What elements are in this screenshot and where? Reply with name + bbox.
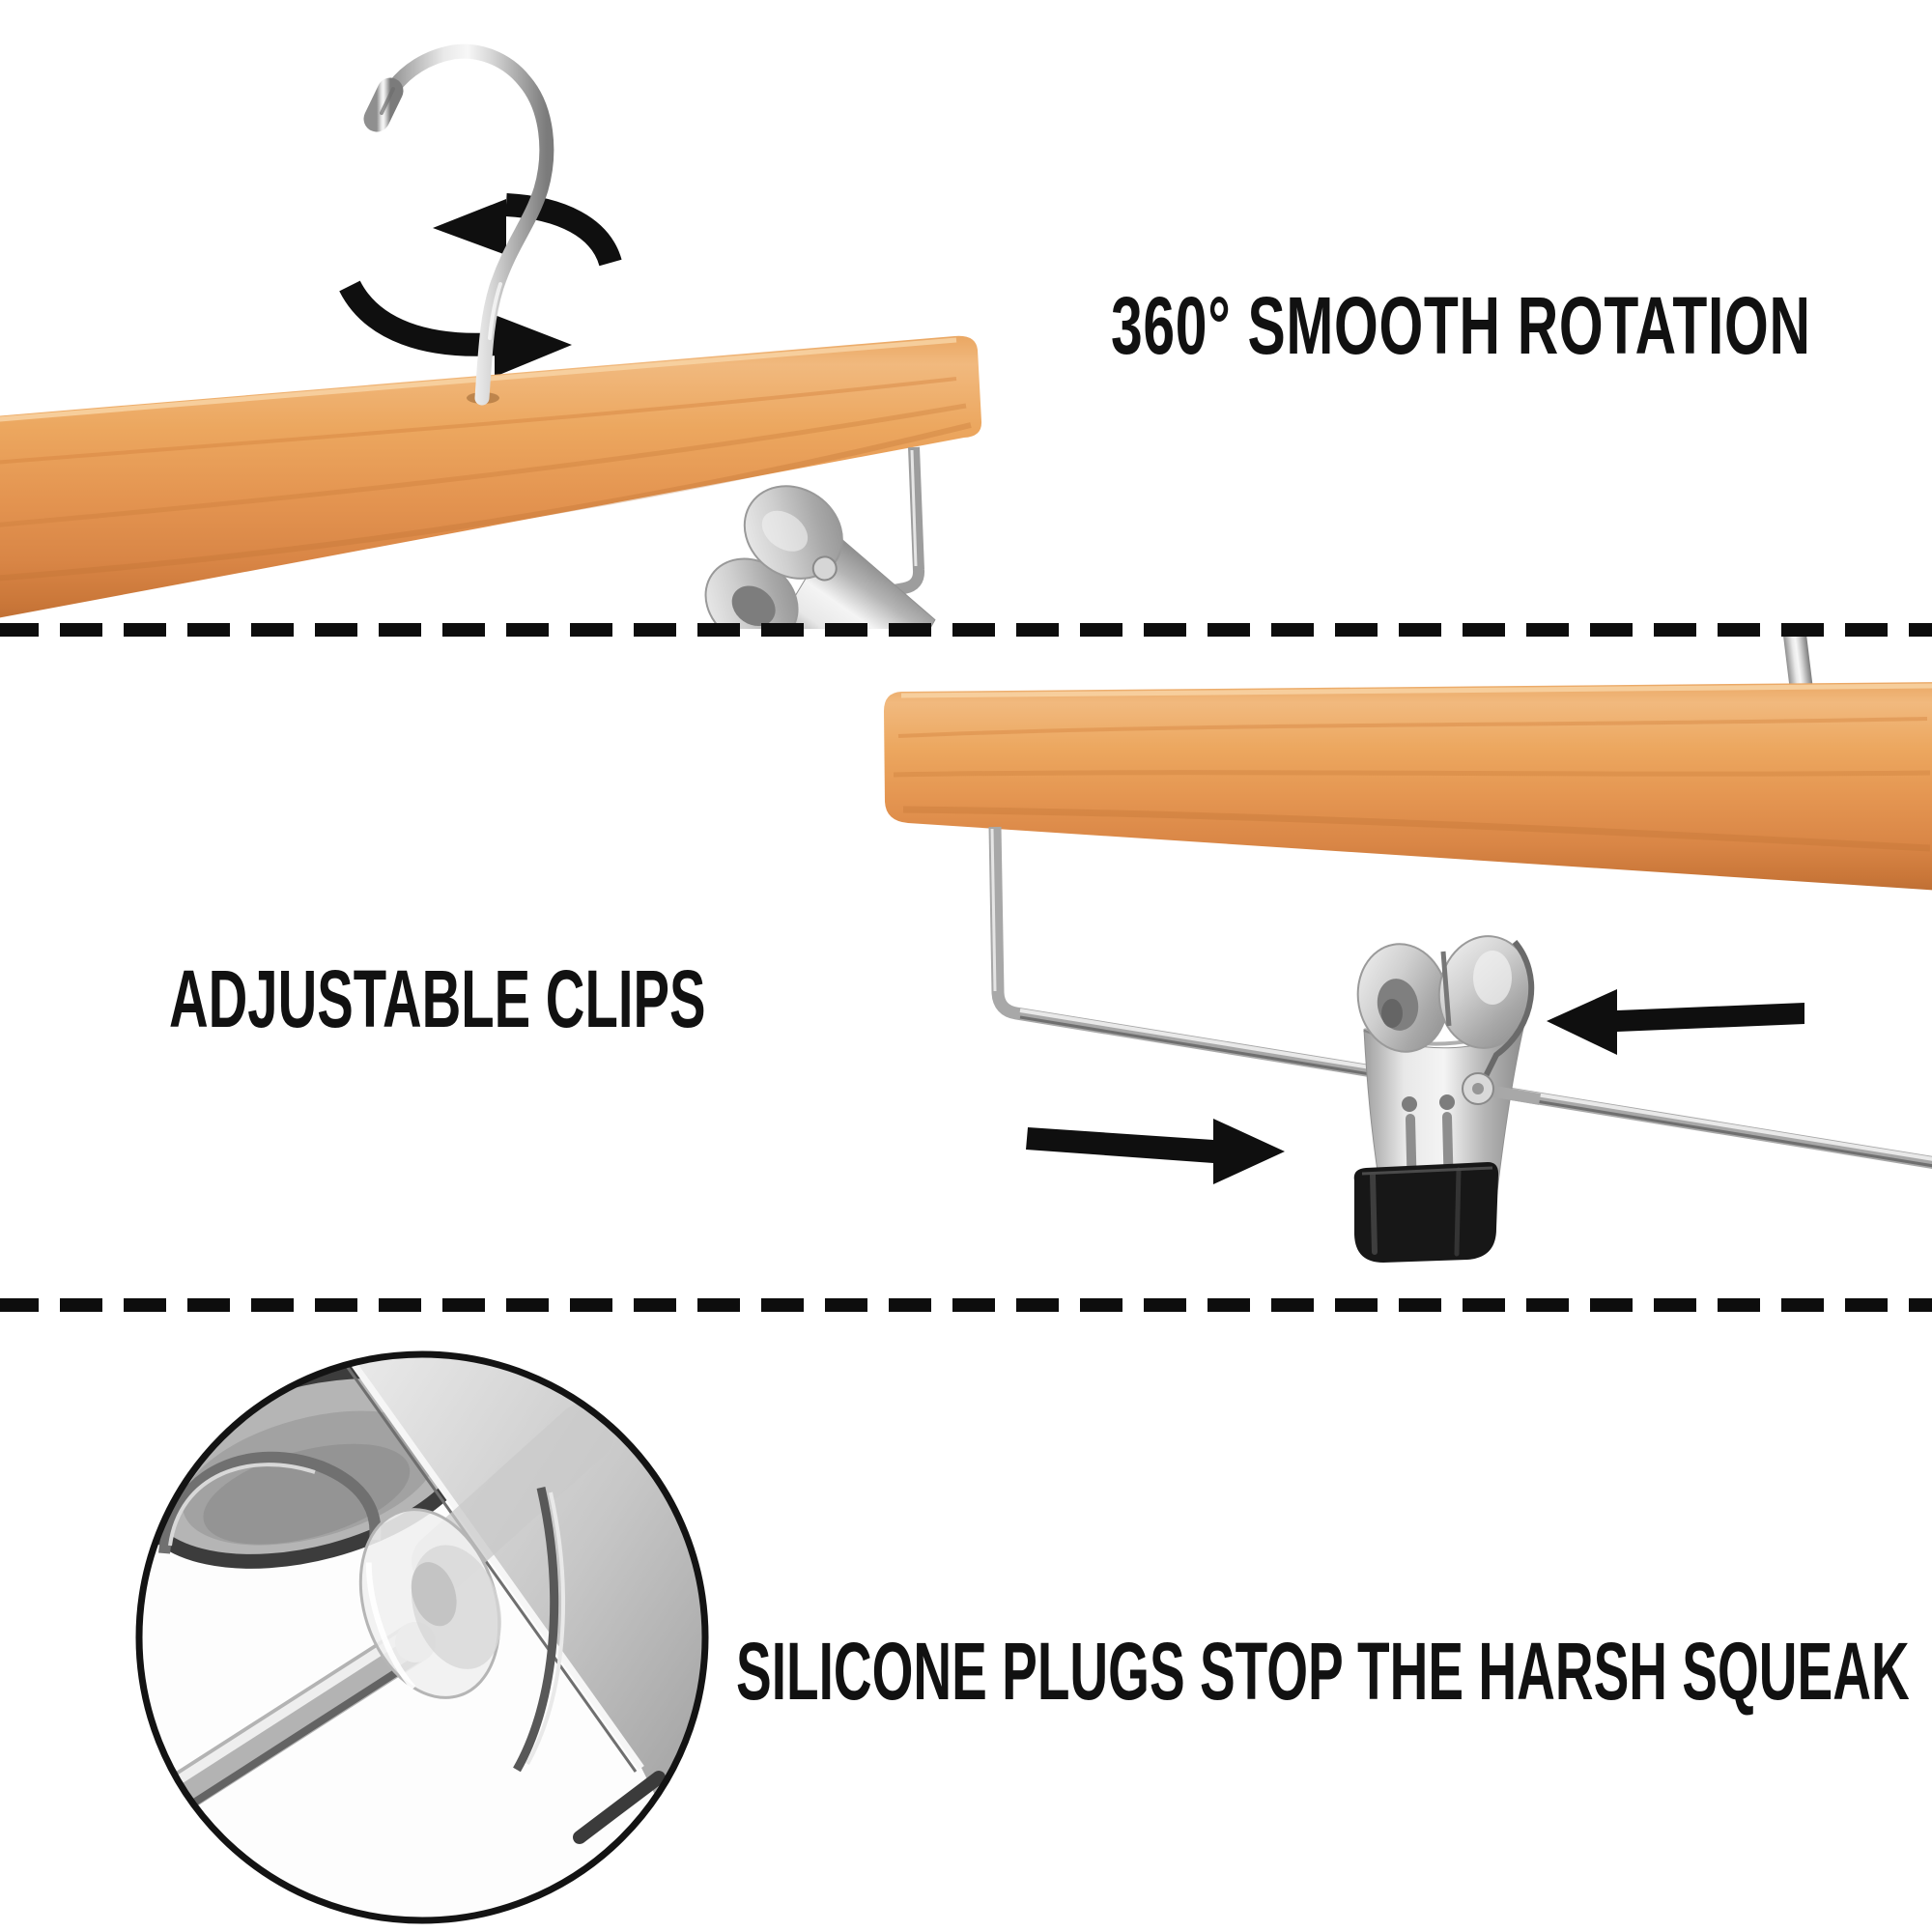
- wood-top-highlight: [900, 683, 1932, 698]
- section-plugs-photo: [135, 1350, 709, 1924]
- arrow-right-icon: [1026, 1119, 1285, 1184]
- feature-label-plugs: SILICONE PLUGS STOP THE HARSH SQUEAK: [736, 1626, 1910, 1717]
- wood-top-highlight: [0, 337, 957, 422]
- section-rotation-photo: [0, 43, 982, 629]
- pants-clip-top: [704, 485, 936, 629]
- plate-seam: [513, 1487, 559, 1773]
- clip-spring-wire: [1479, 940, 1535, 1086]
- wooden-bar-top: [0, 335, 982, 618]
- feature-label-rotation: 360° SMOOTH ROTATION: [1111, 280, 1811, 371]
- magnifier-circle: [135, 1350, 709, 1924]
- silicone-plug: [358, 1508, 502, 1699]
- wooden-bar-middle: [884, 682, 1932, 891]
- spring-wire-loop: [158, 1451, 382, 1554]
- pants-clip: [1353, 935, 1542, 1263]
- clip-wire-top: [838, 446, 925, 606]
- section-clips-photo: [884, 627, 1932, 1263]
- arrow-left-icon: [1547, 989, 1804, 1055]
- magnifier-circle-content: [139, 1354, 705, 1920]
- rotation-arrows-icon: [339, 193, 622, 377]
- hook-stub: [1783, 627, 1813, 696]
- silicone-tip: [1353, 1162, 1499, 1263]
- swivel-hook: [363, 43, 554, 406]
- feature-label-clips: ADJUSTABLE CLIPS: [169, 953, 706, 1044]
